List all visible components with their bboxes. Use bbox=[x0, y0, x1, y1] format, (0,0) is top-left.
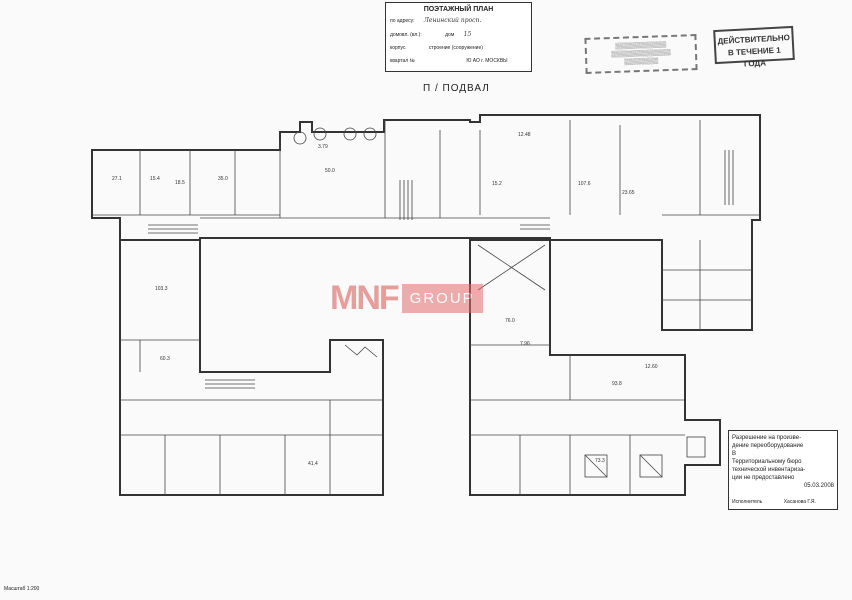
room-label: 35.0 bbox=[218, 176, 228, 182]
korpus-row: корпус строение (сооружение) bbox=[390, 45, 483, 51]
watermark-group: GROUP bbox=[401, 283, 483, 313]
house-label: домовл. (вл.): bbox=[390, 32, 422, 38]
address-label: по адресу: bbox=[390, 18, 415, 24]
dom-value: 15 bbox=[463, 31, 472, 38]
room-label: 76.0 bbox=[505, 318, 515, 324]
approval-line: технической инвентариза- bbox=[732, 467, 806, 473]
address-row: по адресу: Ленинский просп. bbox=[390, 17, 481, 24]
room-label: 23.65 bbox=[622, 190, 635, 196]
approval-box: Разрешение на произве- дение переоборудо… bbox=[728, 430, 838, 510]
room-label: 12.60 bbox=[645, 364, 658, 370]
brand-watermark: MNF GROUP bbox=[330, 278, 483, 317]
room-label: 12.48 bbox=[518, 132, 531, 138]
approval-date: 05.03.2008 bbox=[803, 483, 834, 489]
approval-line: ции не предоставлено bbox=[732, 475, 795, 481]
room-label: 7.96 bbox=[520, 341, 530, 347]
title-block: ПОЭТАЖНЫЙ ПЛАН по адресу: Ленинский прос… bbox=[385, 2, 532, 72]
left-wing-wall bbox=[119, 239, 384, 496]
room-label: 103.3 bbox=[155, 286, 168, 292]
approval-line: дение переоборудование bbox=[732, 443, 804, 449]
right-wing-wall bbox=[469, 239, 721, 496]
approval-line: Территориальному бюро bbox=[732, 459, 802, 465]
e1-box bbox=[686, 436, 706, 458]
approval-line: Разрешение на произве- bbox=[732, 435, 802, 441]
watermark-brand: MNF bbox=[330, 278, 400, 317]
floor-title: П / ПОДВАЛ bbox=[423, 83, 490, 94]
room-label: 3.79 bbox=[318, 144, 328, 150]
room-label: 60.3 bbox=[160, 356, 170, 362]
room-label: 50.0 bbox=[325, 168, 335, 174]
district-value: Ю АО г. МОСКВЫ bbox=[466, 58, 508, 64]
house-row: домовл. (вл.): дом 15 bbox=[390, 31, 471, 38]
room-label: 18.5 bbox=[175, 180, 185, 186]
room-label: 73.3 bbox=[595, 458, 605, 464]
executor-row: Исполнитель Хасанова Г.Я. bbox=[732, 498, 816, 506]
room-label: 15.2 bbox=[492, 181, 502, 187]
room-label: 15.4 bbox=[150, 176, 160, 182]
address-value: Ленинский просп. bbox=[423, 17, 482, 24]
executor-name: Хасанова Г.Я. bbox=[783, 499, 816, 505]
korpus-label: корпус bbox=[390, 45, 406, 51]
title-heading: ПОЭТАЖНЫЙ ПЛАН bbox=[423, 6, 494, 13]
room-label: 27.1 bbox=[112, 176, 122, 182]
top-wing-wall bbox=[91, 114, 761, 331]
scale-note: Масштаб 1:200 bbox=[4, 586, 40, 592]
room-label: 41.4 bbox=[308, 461, 318, 467]
kvartal-row: квартал № Ю АО г. МОСКВЫ bbox=[390, 58, 508, 64]
room-label: 107.6 bbox=[578, 181, 591, 187]
kvartal-label: квартал № bbox=[390, 58, 415, 64]
room-label: 93.8 bbox=[612, 381, 622, 387]
executor-label: Исполнитель bbox=[732, 499, 763, 505]
stroenie-label: строение (сооружение) bbox=[428, 45, 483, 51]
dom-label: дом bbox=[445, 32, 455, 38]
approval-line: В bbox=[732, 451, 737, 457]
